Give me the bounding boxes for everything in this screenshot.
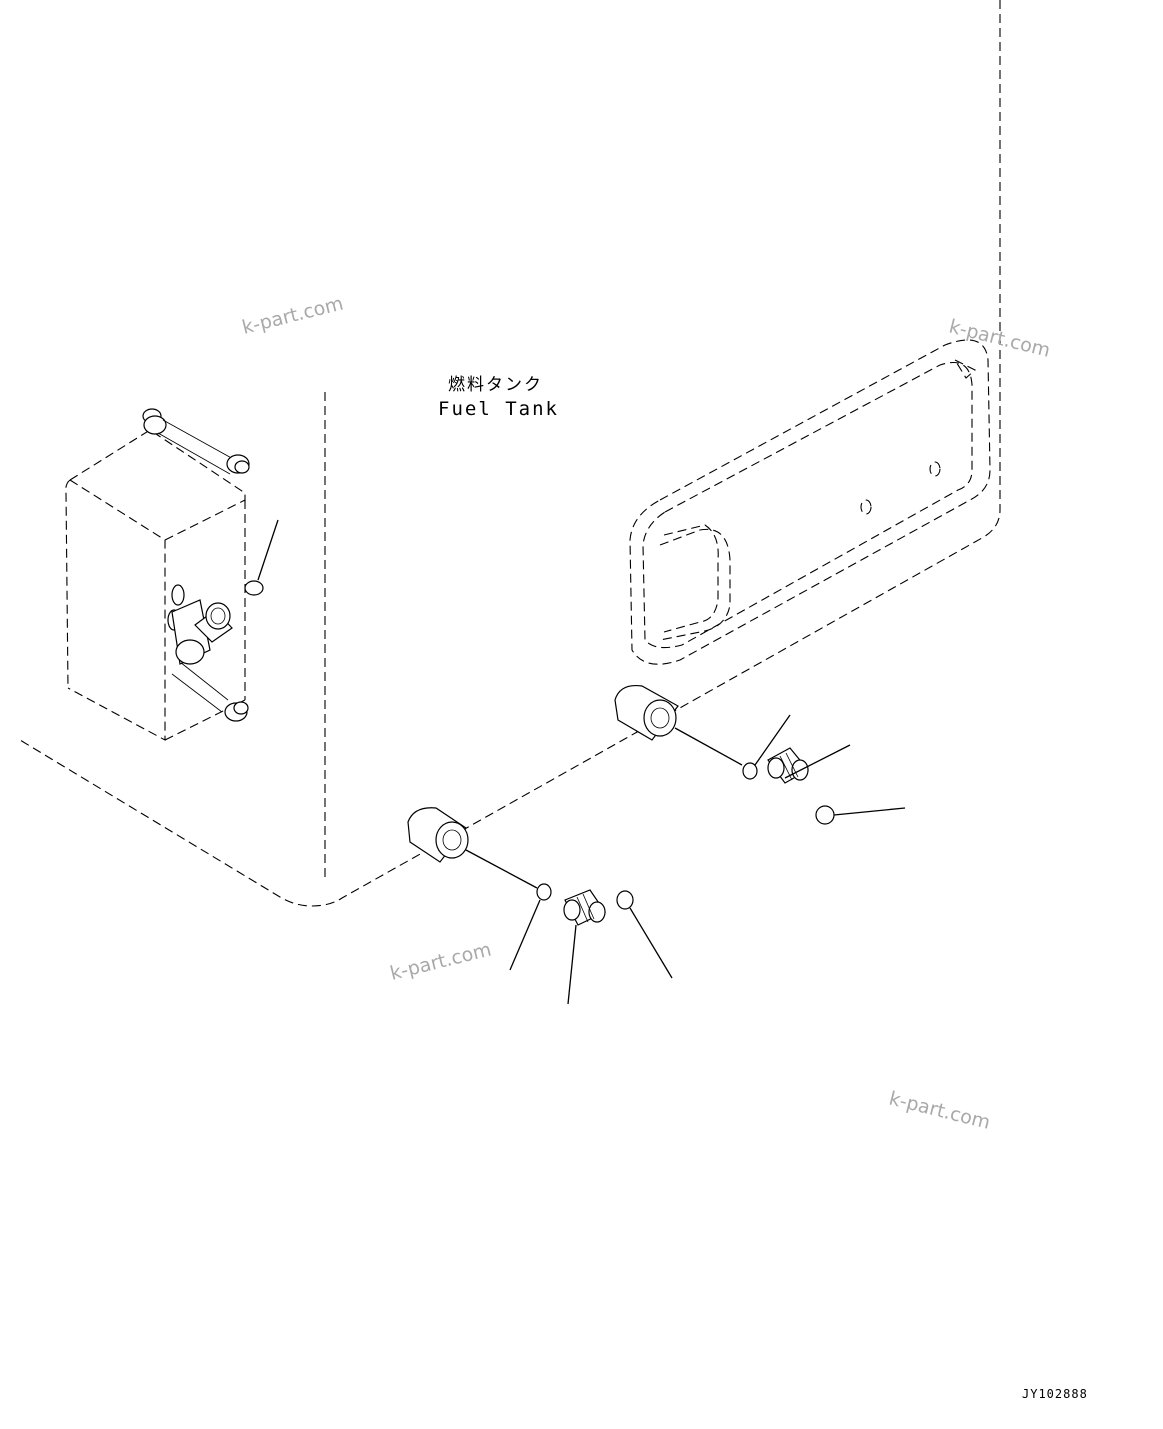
box-fitting: [167, 584, 233, 665]
fuel-tank-outline: [19, 0, 1001, 907]
drawing-code: JY102888: [1022, 1387, 1088, 1401]
cap-upper: [815, 805, 835, 825]
upper-boss-assembly: [614, 684, 906, 825]
watermark: k-part.com: [388, 938, 494, 984]
grease-fitting-lower: [563, 889, 606, 926]
right-bracket-plate: [629, 339, 991, 665]
fuel-tank-label-jp: 燃料タンク: [448, 375, 543, 395]
watermark: k-part.com: [240, 292, 346, 338]
bolt-bottom-right: [171, 661, 249, 722]
lower-boss-assembly: [407, 807, 673, 1005]
bolt-top-left: [142, 408, 236, 475]
watermark: k-part.com: [887, 1088, 993, 1134]
cap-lower: [616, 890, 634, 910]
left-bracket-box: [65, 408, 279, 741]
grease-fitting-upper: [767, 747, 809, 784]
callout-bubble-box: [244, 580, 264, 596]
o-ring-lower: [536, 883, 552, 901]
fuel-tank-label-en: Fuel Tank: [438, 398, 559, 420]
bolt-top-right: [226, 454, 250, 474]
o-ring-upper: [742, 762, 758, 780]
